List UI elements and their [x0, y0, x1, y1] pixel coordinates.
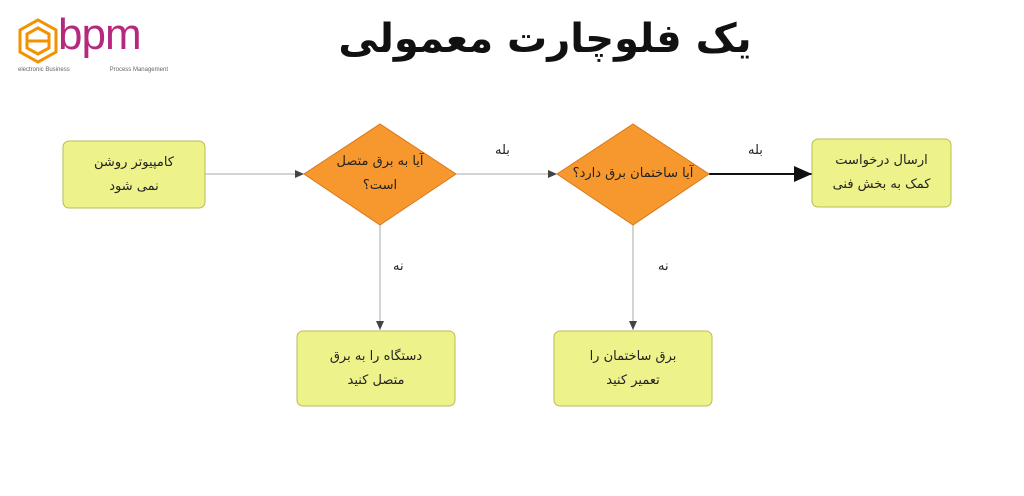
- logo-tagline-right: Process Management: [109, 67, 168, 73]
- logo-mark-icon: [18, 18, 58, 64]
- node-plugged-text: آیا به برق متصل است؟: [336, 154, 424, 193]
- process-box-plug-in: [296, 330, 456, 407]
- process-box-repair-power: [553, 330, 713, 407]
- node-repair-power-text: برق ساختمان را تعمیر کنید: [589, 348, 677, 388]
- decision-diamond-power: [556, 123, 710, 226]
- edge-label-no-2: نه: [658, 259, 669, 274]
- edge-label-no-1: نه: [393, 259, 404, 274]
- node-send-request-text: ارسال درخواست کمک به بخش فنی: [832, 153, 931, 192]
- edge-label-yes-1: بله: [495, 143, 510, 158]
- logo-wordmark: bpm: [58, 10, 142, 59]
- node-plug-in-text: دستگاه را به برق متصل کنید: [329, 348, 423, 388]
- process-box-send-request: [811, 138, 952, 208]
- decision-diamond-plugged: [303, 123, 457, 226]
- process-box-start: [62, 140, 206, 209]
- logo-tagline: electronic Business Process Management: [18, 67, 168, 73]
- bpm-logo: bpm electronic Business Process Manageme…: [18, 10, 168, 78]
- node-start-text: کامپیوتر روشن نمی شود: [94, 154, 174, 194]
- edge-label-yes-2: بله: [748, 143, 763, 158]
- page-title: یک فلوچارت معمولی: [338, 16, 752, 62]
- node-power-text: آیا ساختمان برق دارد؟: [572, 166, 694, 181]
- logo-tagline-left: electronic Business: [18, 67, 70, 73]
